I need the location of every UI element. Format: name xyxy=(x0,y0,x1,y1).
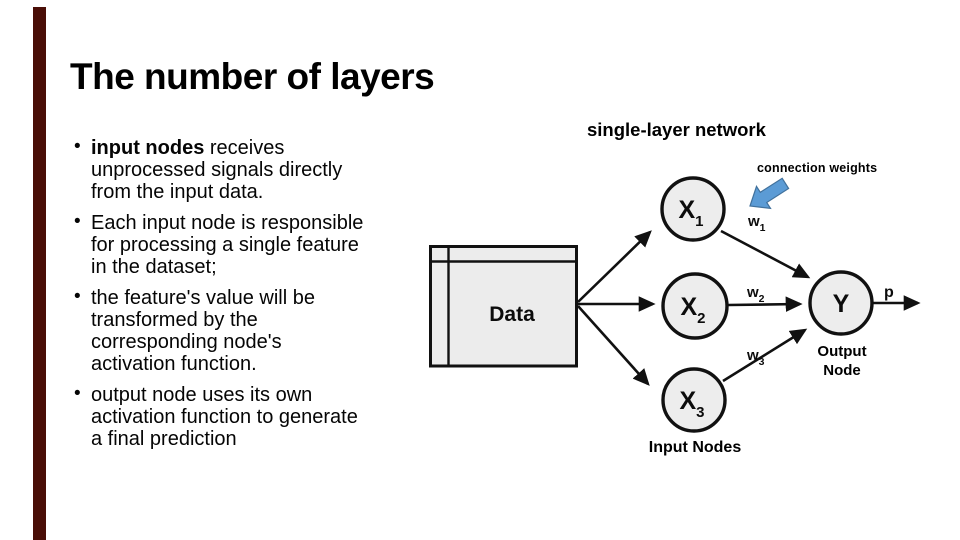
prediction-label: p xyxy=(884,284,894,301)
bullet-item-feature-value: the feature's value will be transformed … xyxy=(72,286,428,375)
node-x1-label: X1 xyxy=(678,196,703,230)
node-x1-circle xyxy=(660,176,726,242)
left-accent-bar xyxy=(33,7,46,540)
bullet-item-input-nodes: input nodes receives unprocessed signals… xyxy=(72,136,428,203)
diagram-heading: single-layer network xyxy=(587,119,766,140)
node-x2-circle xyxy=(661,272,729,340)
weight-label-w1: w1 xyxy=(747,213,766,234)
weight-label-w2: w2 xyxy=(746,284,765,305)
bullet-text: receives unprocessed signals directly fr… xyxy=(91,137,343,203)
bullet-list: input nodes receives unprocessed signals… xyxy=(72,136,428,459)
input-nodes-caption: Input Nodes xyxy=(648,439,742,456)
bullet-text: output node uses its own activation func… xyxy=(91,384,358,450)
connection-weights-pointer-arrow-icon xyxy=(749,177,790,210)
data-box: Data xyxy=(429,245,578,368)
bullet-item-output-node: output node uses its own activation func… xyxy=(72,383,428,450)
node-y-label: Y xyxy=(833,290,850,318)
edge-x2-to-y xyxy=(727,296,803,312)
bullet-bold-text: input nodes xyxy=(91,137,205,159)
data-box-label: Data xyxy=(489,303,535,326)
edge-x3-to-y xyxy=(722,328,808,383)
slide-title: The number of layers xyxy=(70,56,435,97)
node-x3-label: X3 xyxy=(679,387,704,421)
node-y-circle xyxy=(808,270,874,336)
edge-data-to-x1 xyxy=(577,230,652,303)
bullet-text: Each input node is responsible for proce… xyxy=(91,212,364,278)
edge-x1-to-y xyxy=(720,229,811,279)
node-x3-circle xyxy=(661,367,727,433)
bullet-text: the feature's value will be transformed … xyxy=(91,287,315,375)
output-node-caption: Output Node xyxy=(817,343,867,379)
weight-label-w3: w3 xyxy=(746,347,765,368)
bullet-item-each-input-node: Each input node is responsible for proce… xyxy=(72,211,428,278)
connection-weights-label: connection weights xyxy=(757,161,878,175)
node-x2-label: X2 xyxy=(680,293,705,327)
edge-data-to-x3 xyxy=(577,305,650,386)
